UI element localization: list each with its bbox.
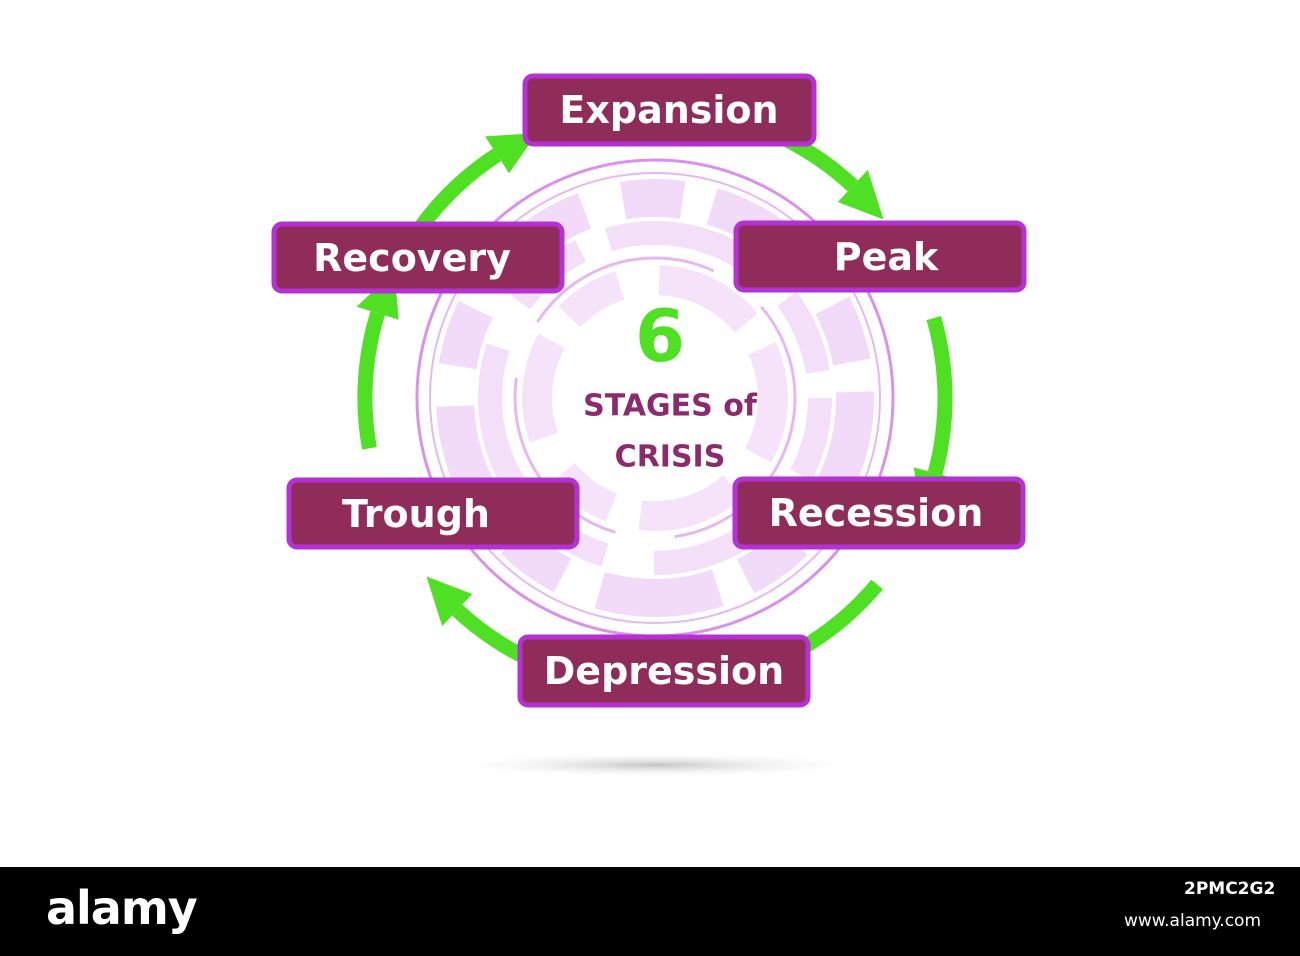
decorative-ring [429, 172, 881, 624]
stage-box-recession: Recession [732, 476, 1026, 550]
stage-box-trough: Trough [286, 477, 580, 550]
decorative-ring [478, 221, 832, 575]
stage-label-expansion: Expansion [559, 88, 778, 132]
arrow-head [485, 133, 538, 174]
arrow-shaft [414, 148, 502, 233]
decorative-ring [436, 179, 874, 617]
arrow-shaft [926, 315, 953, 475]
image-id: 2PMC2G2 [1184, 879, 1276, 899]
arrow-head [837, 169, 884, 220]
decorative-rings [415, 158, 895, 638]
center-title-line1: STAGES of [583, 389, 758, 424]
stage-label-trough: Trough [342, 492, 490, 536]
decorative-ring [522, 265, 788, 531]
arrow-head [426, 576, 473, 627]
decorative-ring [513, 256, 797, 540]
arrow-shaft [452, 604, 532, 666]
stage-label-depression: Depression [544, 649, 784, 693]
stage-box-expansion: Expansion [522, 73, 817, 147]
stage-box-recovery: Recovery [271, 221, 565, 294]
site-url: www.alamy.com [1124, 911, 1262, 931]
brand-logo: alamy [46, 881, 198, 935]
stage-box-peak: Peak [733, 220, 1027, 293]
watermark-footer: alamy 2PMC2G2 www.alamy.com [0, 867, 1300, 956]
stages-diagram: 6 STAGES of CRISIS Expansion Peak Recess… [271, 73, 1027, 778]
stage-label-recession: Recession [769, 491, 984, 535]
arrow-shaft [357, 311, 385, 450]
center-title-line2: CRISIS [615, 440, 726, 475]
stage-box-depression: Depression [517, 634, 811, 708]
ground-shadow [440, 752, 870, 778]
stage-label-peak: Peak [834, 235, 939, 279]
stage-label-recovery: Recovery [313, 236, 511, 280]
center-number: 6 [635, 294, 685, 378]
